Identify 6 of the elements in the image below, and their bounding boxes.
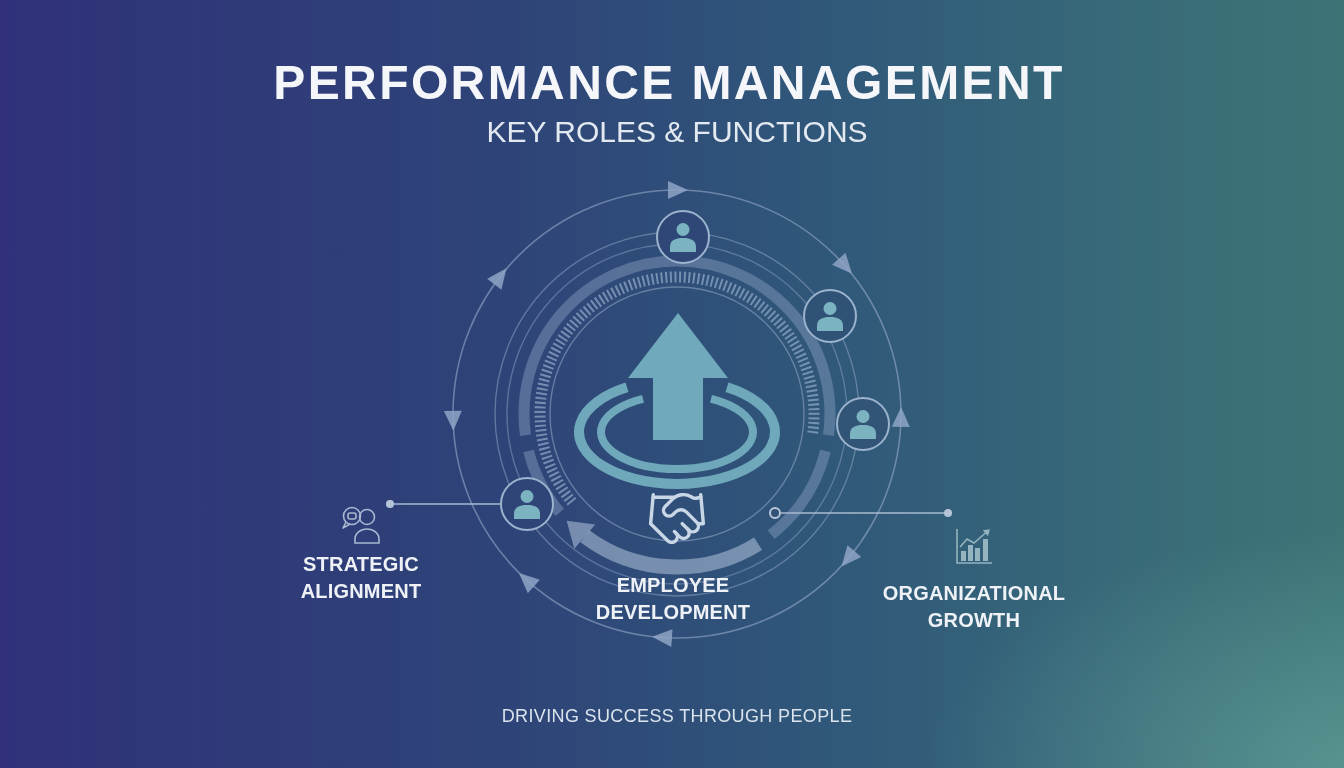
- caption: DRIVING SUCCESS THROUGH PEOPLE: [501, 707, 853, 725]
- section-title: STRATEGIC ALIGNMENT: [299, 552, 423, 604]
- subtitle: KEY ROLES & FUNCTIONS: [486, 117, 868, 147]
- section-title: EMPLOYEE DEVELOPMENT: [594, 573, 752, 625]
- section-title: ORGANIZATIONAL GROWTH: [881, 581, 1067, 633]
- title: PERFORMANCE MANAGEMENT: [273, 59, 1065, 107]
